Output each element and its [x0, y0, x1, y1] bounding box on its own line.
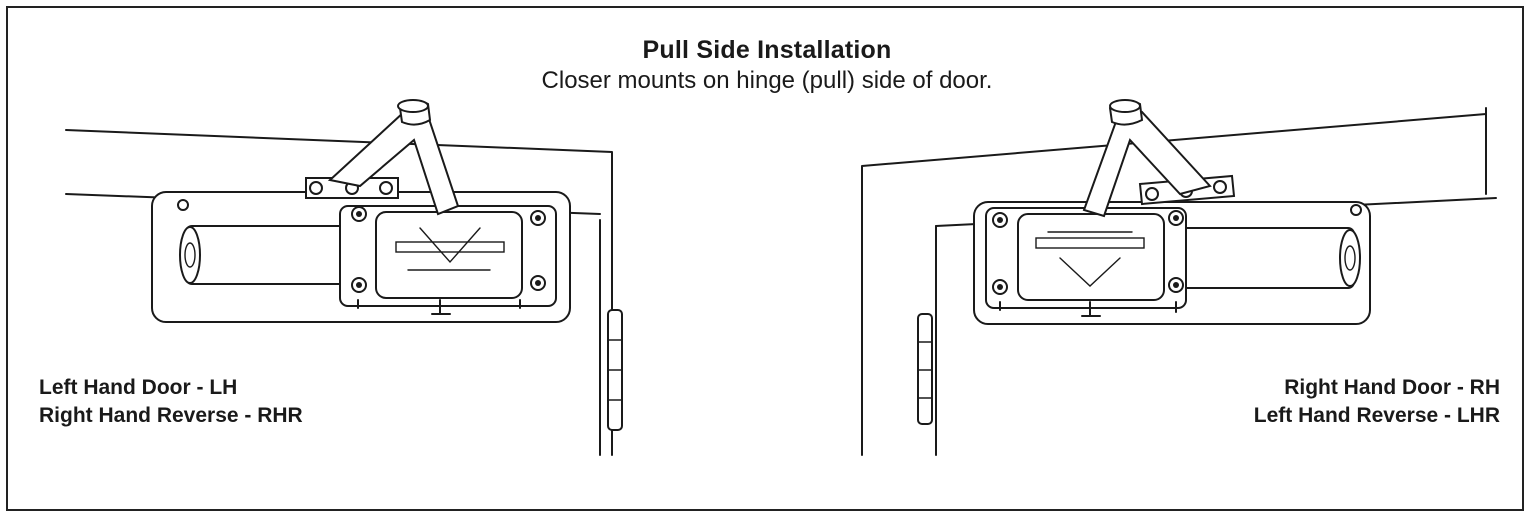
right-caption-door-hand: Right Hand Door - RH: [1284, 376, 1500, 399]
left-caption: Left Hand Door - LH Right Hand Reverse -…: [39, 374, 303, 430]
right-hinge: [917, 313, 933, 425]
left-closer-illustration: [65, 99, 623, 456]
right-door-frame: [861, 113, 1487, 456]
left-caption-door-hand: Left Hand Door - LH: [39, 376, 238, 399]
left-caption-reverse-hand: Right Hand Reverse - RHR: [39, 404, 303, 427]
right-caption-reverse-hand: Left Hand Reverse - LHR: [1253, 404, 1500, 427]
page-subtitle: Closer mounts on hinge (pull) side of do…: [541, 67, 993, 94]
left-cylinder: [185, 225, 347, 285]
diagram-frame: [6, 6, 1524, 511]
right-closer-illustration: [861, 99, 1497, 456]
page-title: Pull Side Installation: [642, 36, 892, 64]
right-caption: Right Hand Door - RH Left Hand Reverse -…: [1254, 374, 1500, 430]
right-cylinder: [1177, 227, 1355, 289]
